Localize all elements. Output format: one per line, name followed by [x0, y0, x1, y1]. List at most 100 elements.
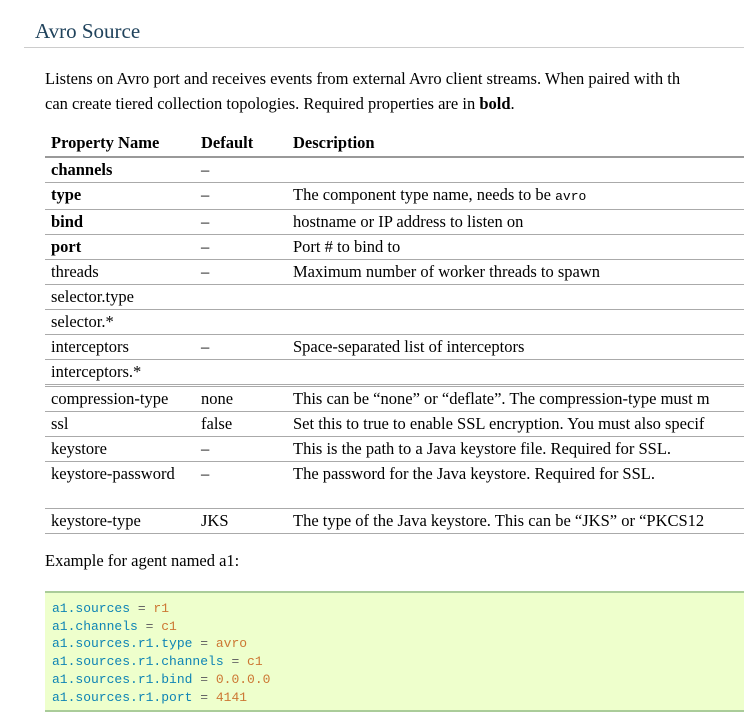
description-cell: The component type name, needs to be avr…	[287, 182, 744, 210]
property-name-cell: threads	[45, 259, 195, 285]
default-cell: –	[195, 461, 287, 509]
property-name-cell: bind	[45, 209, 195, 235]
inline-code: avro	[555, 189, 587, 204]
property-name-cell: port	[45, 234, 195, 260]
table-row: selector.*	[45, 309, 744, 335]
table-row: interceptors.*	[45, 359, 744, 386]
description-text: This is the path to a Java keystore file…	[293, 439, 672, 458]
property-name-cell: channels	[45, 156, 195, 183]
code-value: c1	[247, 654, 263, 670]
description-cell: This is the path to a Java keystore file…	[287, 436, 744, 462]
table-row: channels–	[45, 156, 744, 183]
default-cell: –	[195, 234, 287, 260]
description-text: Port # to bind to	[293, 237, 401, 256]
intro-line-1: Listens on Avro port and receives events…	[45, 69, 681, 88]
table-row: threads–Maximum number of worker threads…	[45, 259, 744, 285]
description-text: Set this to true to enable SSL encryptio…	[293, 414, 705, 433]
description-text: Space-separated list of interceptors	[293, 337, 525, 356]
header-property-name: Property Name	[45, 130, 195, 158]
property-name-cell: interceptors	[45, 334, 195, 360]
property-name-cell: selector.*	[45, 309, 195, 335]
property-name-cell: keystore-password	[45, 461, 195, 509]
code-equals: =	[192, 689, 216, 705]
intro-line-2: can create tiered collection topologies.…	[45, 91, 744, 116]
code-equals: =	[130, 601, 154, 616]
code-equals: =	[223, 654, 248, 670]
default-cell	[195, 309, 287, 335]
code-key: a1.channels	[52, 618, 138, 634]
description-cell: Space-separated list of interceptors	[287, 334, 744, 360]
description-cell: This can be “none” or “deflate”. The com…	[287, 384, 744, 412]
property-name-cell: compression-type	[45, 384, 195, 412]
table-body: channels–type–The component type name, n…	[45, 156, 744, 534]
code-key: a1.sources.r1.bind	[52, 671, 193, 687]
code-key: a1.sources.r1.port	[52, 689, 193, 705]
default-cell: –	[195, 209, 287, 235]
description-cell: Port # to bind to	[287, 234, 744, 260]
description-text: This can be “none” or “deflate”. The com…	[293, 389, 710, 408]
description-cell	[287, 156, 744, 183]
default-cell: –	[195, 259, 287, 285]
default-cell: none	[195, 384, 287, 412]
table-row: bind–hostname or IP address to listen on	[45, 209, 744, 235]
property-name-cell: keystore-type	[45, 508, 195, 534]
code-key: a1.sources	[52, 601, 131, 616]
code-value: 4141	[215, 689, 248, 705]
properties-table: Property Name Default Description channe…	[45, 130, 744, 534]
code-line: a1.channels = c1	[52, 618, 744, 636]
default-cell: false	[195, 411, 287, 437]
property-name-cell: interceptors.*	[45, 359, 195, 386]
table-header-row: Property Name Default Description	[45, 130, 744, 158]
description-cell	[287, 359, 744, 386]
code-key: a1.sources.r1.type	[52, 636, 193, 652]
code-equals: =	[192, 671, 216, 687]
description-cell	[287, 284, 744, 310]
code-line: a1.sources = r1	[52, 600, 744, 618]
description-text: Maximum number of worker threads to spaw…	[293, 262, 601, 281]
table-row: port–Port # to bind to	[45, 234, 744, 260]
property-name-cell: keystore	[45, 436, 195, 462]
default-cell	[195, 284, 287, 310]
intro-line-2-text: can create tiered collection topologies.…	[45, 94, 480, 113]
header-default: Default	[195, 130, 287, 158]
property-name-cell: selector.type	[45, 284, 195, 310]
table-row: keystore–This is the path to a Java keys…	[45, 436, 744, 462]
description-cell: Maximum number of worker threads to spaw…	[287, 259, 744, 285]
table-row: selector.type	[45, 284, 744, 310]
example-label: Example for agent named a1:	[45, 551, 240, 570]
description-text: The component type name, needs to be	[293, 185, 556, 204]
default-cell: –	[195, 156, 287, 183]
default-cell: –	[195, 334, 287, 360]
default-cell: –	[195, 436, 287, 462]
intro-line-2-end: .	[510, 94, 515, 113]
default-cell	[195, 359, 287, 386]
description-text: The password for the Java keystore. Requ…	[293, 464, 655, 483]
code-equals: =	[192, 636, 216, 652]
table-row: keystore-password–The password for the J…	[45, 461, 744, 509]
description-text: The type of the Java keystore. This can …	[293, 511, 705, 530]
code-value: 0.0.0.0	[215, 671, 271, 687]
section-title: Avro Source	[35, 19, 141, 43]
code-key: a1.sources.r1.channels	[52, 654, 224, 670]
description-cell: Set this to true to enable SSL encryptio…	[287, 411, 744, 437]
code-value: avro	[215, 636, 248, 652]
default-cell: –	[195, 182, 287, 210]
code-equals: =	[137, 618, 162, 634]
description-text: hostname or IP address to listen on	[293, 212, 524, 231]
code-line: a1.sources.r1.bind = 0.0.0.0	[52, 671, 744, 689]
code-line: a1.sources.r1.port = 4141	[52, 689, 744, 707]
code-line: a1.sources.r1.channels = c1	[52, 653, 744, 671]
section-header: Avro Source	[24, 14, 744, 48]
code-value: c1	[161, 618, 177, 634]
code-value: r1	[153, 601, 170, 616]
header-description: Description	[287, 130, 744, 158]
intro-bold-word: bold	[479, 94, 511, 113]
description-cell: The password for the Java keystore. Requ…	[287, 461, 744, 509]
default-cell: JKS	[195, 508, 287, 534]
description-cell	[287, 309, 744, 335]
property-name-cell: ssl	[45, 411, 195, 437]
intro-paragraph: Listens on Avro port and receives events…	[45, 66, 744, 116]
